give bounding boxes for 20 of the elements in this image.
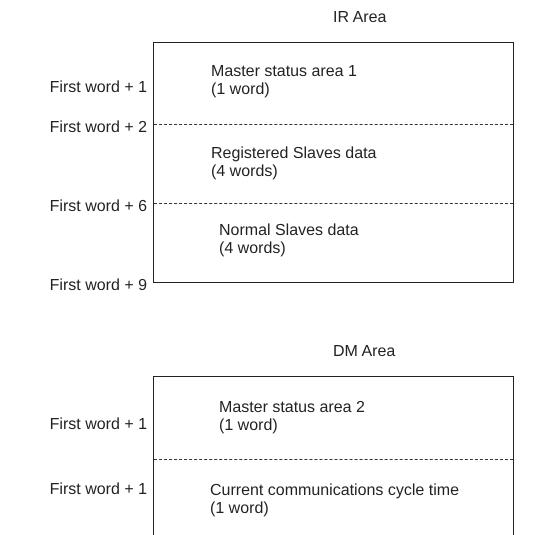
- word-count: (1 word): [211, 81, 270, 99]
- word-count: (4 words): [219, 240, 286, 258]
- word-offset-label: First word + 2: [50, 119, 147, 137]
- area-description: Master status area 1: [211, 63, 357, 81]
- word-count: (4 words): [211, 163, 278, 181]
- memory-area-box: [153, 42, 514, 283]
- word-count: (1 word): [219, 417, 278, 435]
- word-offset-label: First word + 9: [50, 277, 147, 295]
- area-description: Current communications cycle time: [210, 482, 459, 500]
- memory-area-box: [153, 376, 514, 535]
- word-offset-label: First word + 1: [50, 481, 147, 499]
- area-description: Registered Slaves data: [211, 145, 376, 163]
- word-offset-label: First word + 6: [50, 198, 147, 216]
- area-heading: DM Area: [333, 343, 396, 361]
- word-offset-label: First word + 1: [50, 416, 147, 434]
- area-description: Normal Slaves data: [219, 222, 359, 240]
- word-count: (1 word): [210, 500, 269, 518]
- area-heading: IR Area: [333, 9, 386, 27]
- area-description: Master status area 2: [219, 399, 365, 417]
- word-offset-label: First word + 1: [50, 79, 147, 97]
